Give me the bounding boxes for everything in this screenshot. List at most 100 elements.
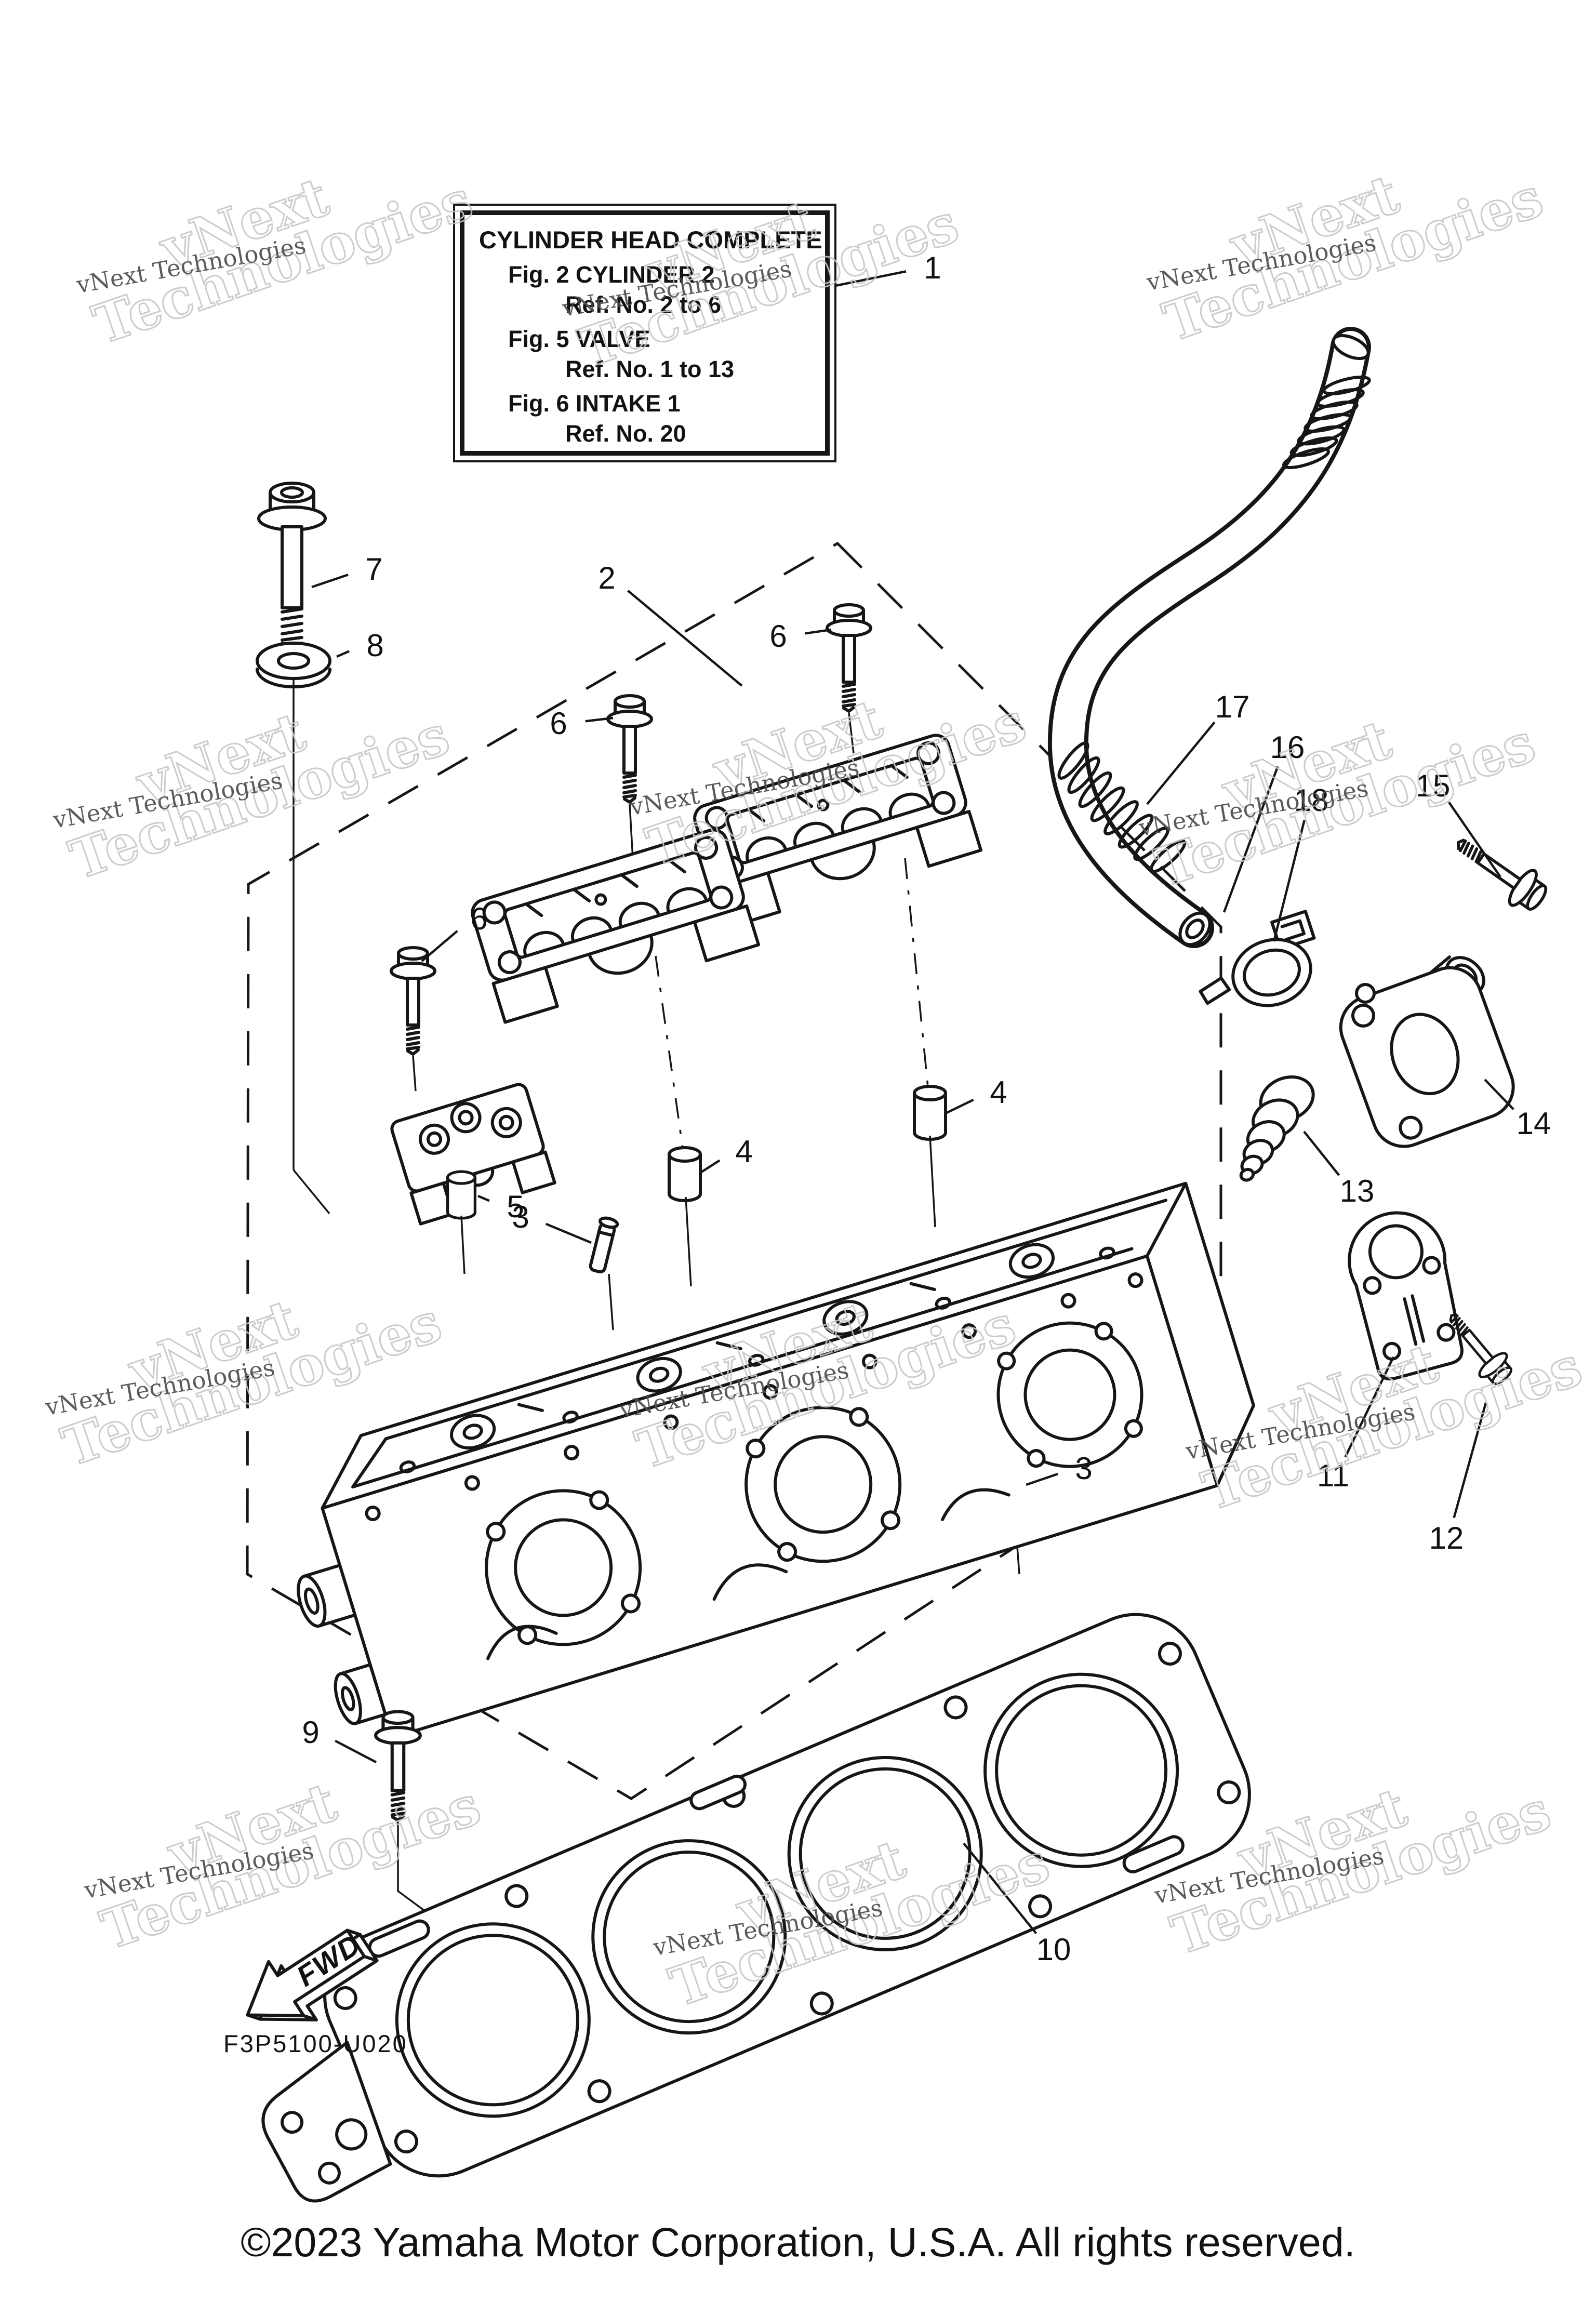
drawing-code: F3P5100-U020 <box>223 2030 408 2057</box>
callout-4-leader <box>700 1159 721 1173</box>
callout-10: 10 <box>963 1842 1071 1967</box>
box-ref-5: Ref. No. 1 to 13 <box>565 356 735 382</box>
callout-11: 11 <box>1317 1356 1395 1493</box>
callout-13-number: 13 <box>1340 1174 1375 1208</box>
callout-4: 4 <box>700 1134 753 1173</box>
callout-6-leader <box>805 628 832 635</box>
gasket-bores <box>395 1672 1179 2118</box>
exhaust-flange-3 <box>996 1321 1143 1468</box>
callout-3-number: 3 <box>1075 1451 1092 1486</box>
part-cylinder-head-bolt <box>257 482 327 649</box>
callout-14-leader <box>1484 1079 1514 1110</box>
callout-7-number: 7 <box>365 552 382 587</box>
part-cam-cap-bolt-right <box>827 605 871 754</box>
callout-16: 16 <box>1222 730 1305 913</box>
callout-16-number: 16 <box>1270 730 1305 765</box>
callout-5: 5 <box>477 1189 524 1224</box>
callout-7-leader <box>311 574 349 589</box>
callout-3: 3 <box>1026 1451 1093 1486</box>
callout-2: 2 <box>598 561 743 687</box>
callout-10-leader <box>963 1842 1038 1934</box>
callout-11-number: 11 <box>1317 1458 1349 1493</box>
copyright-notice: ©2023 Yamaha Motor Corporation, U.S.A. A… <box>241 2219 1355 2265</box>
callout-4-number: 4 <box>990 1075 1007 1110</box>
box-fig-6: Fig. 6 INTAKE 1 <box>508 390 681 417</box>
callout-18: 18 <box>1272 783 1329 942</box>
callout-17: 17 <box>1146 689 1250 805</box>
callout-12: 12 <box>1429 1402 1487 1555</box>
part-flange-bolt <box>376 1712 443 1924</box>
part-washer <box>256 642 331 1215</box>
callout-6-leader <box>585 716 614 723</box>
part-thermostat <box>1239 1075 1315 1182</box>
head-bolt-holes <box>365 1272 1143 1521</box>
callout-17-leader <box>1146 721 1216 805</box>
callout-2-number: 2 <box>598 561 615 595</box>
part-hose-clamp <box>1199 910 1316 1007</box>
callout-14: 14 <box>1484 1079 1551 1141</box>
part-dowel-pin-a <box>904 858 946 1228</box>
callout-6-number: 6 <box>769 619 787 654</box>
callout-9-leader <box>335 1739 377 1763</box>
callout-6-leader <box>421 930 458 962</box>
callout-8-leader <box>336 650 350 658</box>
callout-12-leader <box>1453 1402 1487 1519</box>
box-ref-2: Ref. No. 2 to 6 <box>565 291 722 318</box>
box-fig-2: Fig. 2 CYLINDER 2 <box>508 261 715 288</box>
callout-4: 4 <box>946 1075 1007 1114</box>
callout-3-number: 3 <box>512 1200 529 1234</box>
callout-1-number: 1 <box>924 250 941 285</box>
callout-9-number: 9 <box>302 1715 319 1750</box>
callout-18-leader <box>1272 820 1306 942</box>
callout-10-number: 10 <box>1036 1932 1071 1967</box>
callout-15: 15 <box>1416 768 1501 878</box>
callout-8-number: 8 <box>366 628 383 663</box>
part-cylinder-head-body <box>297 1181 1255 1739</box>
callout-6: 6 <box>769 619 832 654</box>
part-cam-cap-bolt-middle <box>608 696 651 859</box>
callout-1: 1 <box>835 250 941 287</box>
callout-6-number: 6 <box>470 901 487 936</box>
callout-3-leader <box>545 1222 592 1244</box>
exhaust-flange-1 <box>485 1489 642 1646</box>
callout-4-leader <box>946 1098 974 1114</box>
fwd-arrow: FWD <box>246 1927 379 2021</box>
hose-corrugation-top <box>1282 376 1371 469</box>
callout-7: 7 <box>311 552 383 589</box>
callout-13: 13 <box>1303 1130 1375 1208</box>
callout-3: 3 <box>512 1200 592 1244</box>
callout-5-leader <box>477 1194 490 1202</box>
callout-17-number: 17 <box>1215 689 1250 724</box>
part-head-gasket <box>261 1613 1251 2203</box>
exhaust-flange-2 <box>744 1406 902 1563</box>
callout-14-number: 14 <box>1517 1106 1551 1141</box>
callout-6: 6 <box>550 706 614 741</box>
cylinder-head-complete-box-inner: CYLINDER HEAD COMPLETE Fig. 2 CYLINDER 2… <box>460 210 830 456</box>
box-title: CYLINDER HEAD COMPLETE <box>479 226 822 254</box>
spark-plug-bosses <box>399 1243 1115 1473</box>
callout-16-leader <box>1222 766 1279 913</box>
part-dowel-pin-b <box>655 955 700 1287</box>
box-fig-5: Fig. 5 VALVE <box>508 326 650 352</box>
part-thermostat-housing <box>1339 955 1515 1148</box>
callout-12-number: 12 <box>1429 1521 1464 1555</box>
callout-11-leader <box>1344 1356 1395 1458</box>
callout-5-number: 5 <box>507 1189 524 1224</box>
callout-15-number: 15 <box>1416 768 1451 803</box>
callout-18-number: 18 <box>1294 783 1329 818</box>
callout-8: 8 <box>336 628 384 663</box>
part-camshaft-cap-middle <box>469 827 759 1022</box>
hose-corrugation-bottom <box>1057 741 1187 873</box>
callout-1-leader <box>835 270 907 287</box>
cylinder-head-complete-box: CYLINDER HEAD COMPLETE Fig. 2 CYLINDER 2… <box>453 204 836 462</box>
callout-6: 6 <box>421 901 488 962</box>
part-cam-cap-bolt-left <box>391 948 435 1092</box>
callout-15-leader <box>1448 801 1501 878</box>
part-cover-plate <box>1348 1211 1464 1381</box>
callout-3-leader <box>1026 1472 1058 1486</box>
box-ref-6: Ref. No. 20 <box>565 420 686 447</box>
callout-13-leader <box>1303 1130 1340 1176</box>
